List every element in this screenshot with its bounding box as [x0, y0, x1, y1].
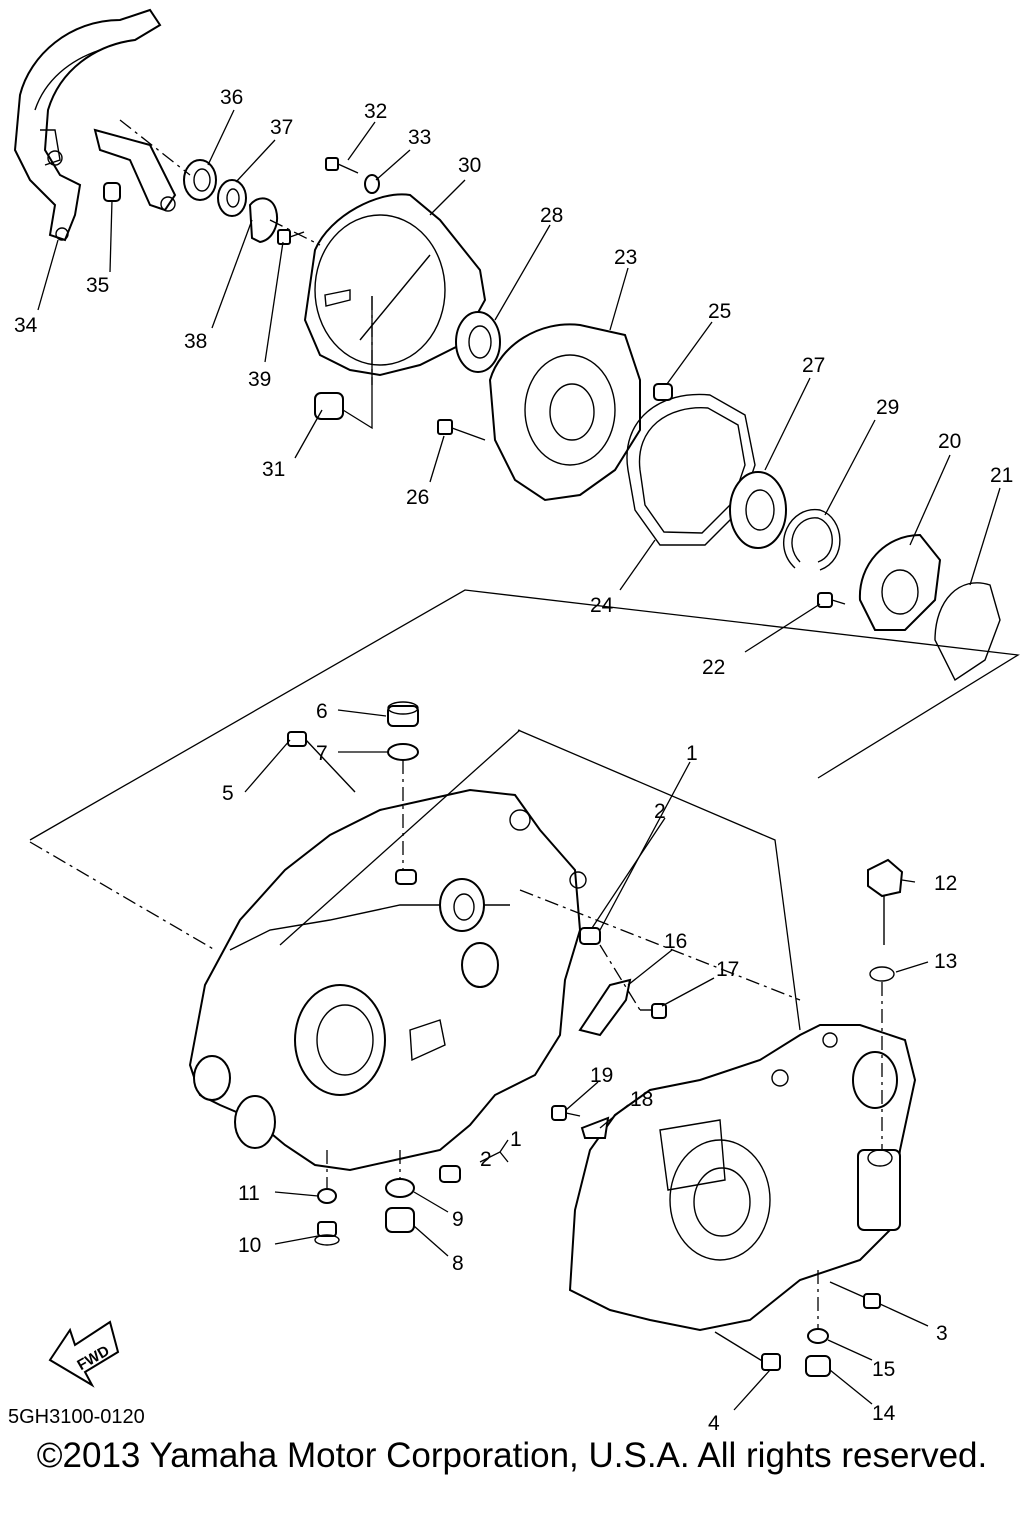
part-30-shroud: [303, 193, 487, 377]
part-11-washer: [317, 1188, 337, 1204]
part-12-dipstick: [867, 858, 904, 945]
callout-6: 6: [316, 700, 328, 723]
part-38-plate: [248, 197, 278, 244]
callout-11: 11: [238, 1182, 260, 1205]
part-6-plug: [387, 701, 419, 727]
callout-15: 15: [872, 1358, 895, 1381]
part-26-bolt: [437, 419, 486, 441]
part-35-collar: [103, 182, 121, 202]
part-14-plug: [805, 1355, 831, 1377]
callout-38: 38: [184, 330, 207, 353]
part-36-bearing: [183, 159, 217, 201]
part-16-plate: [578, 978, 632, 1037]
callout-7: 7: [316, 742, 328, 765]
part-24-gasket: [626, 393, 756, 546]
part-19-bolt: [551, 1105, 581, 1121]
callout-28: 28: [540, 204, 563, 227]
callout-9: 9: [452, 1208, 464, 1231]
callout-2: 2: [654, 800, 666, 823]
part-34-bracket-cover: [13, 8, 177, 242]
callout-19: 19: [590, 1064, 613, 1087]
part-20-retainer-plate: [858, 533, 942, 631]
callout-2-secondary: 2: [480, 1148, 492, 1171]
part-10-bolt: [314, 1221, 340, 1246]
callout-29: 29: [876, 396, 899, 419]
callout-33: 33: [408, 126, 431, 149]
fwd-arrow-icon: FWD: [48, 1320, 120, 1388]
callout-37: 37: [270, 116, 293, 139]
callout-1-secondary: 1: [510, 1128, 522, 1151]
callout-13: 13: [934, 950, 957, 973]
callout-39: 39: [248, 368, 271, 391]
part-8-plug: [385, 1207, 415, 1233]
callout-22: 22: [702, 656, 725, 679]
callout-12: 12: [934, 872, 957, 895]
callout-10: 10: [238, 1234, 261, 1257]
callout-21: 21: [990, 464, 1013, 487]
callout-26: 26: [406, 486, 429, 509]
part-31-collar: [314, 392, 344, 420]
part-7-washer: [387, 743, 419, 761]
part-22-screw: [817, 592, 846, 608]
part-28-bearing: [455, 311, 501, 373]
part-3-bolt: [829, 1281, 881, 1309]
part-4-bolt: [714, 1331, 781, 1371]
callout-20: 20: [938, 430, 961, 453]
callout-4: 4: [708, 1412, 720, 1435]
crankcase-right-half: [568, 1024, 917, 1332]
part-33-washer: [364, 174, 380, 194]
callout-14: 14: [872, 1402, 896, 1425]
part-1-dowel-2: [439, 1165, 461, 1183]
callout-17: 17: [716, 958, 739, 981]
callout-31: 31: [262, 458, 285, 481]
part-29-circlip: [783, 509, 841, 571]
part-39-bolt: [277, 229, 305, 245]
callout-23: 23: [614, 246, 637, 269]
part-17-bolt: [640, 1003, 667, 1019]
copyright-notice: ©2013 Yamaha Motor Corporation, U.S.A. A…: [36, 1436, 988, 1475]
part-21-gasket: [934, 582, 1001, 682]
callout-18: 18: [630, 1088, 653, 1111]
part-32-bolt: [325, 157, 359, 174]
part-13-o-ring: [869, 966, 895, 982]
callout-25: 25: [708, 300, 731, 323]
crankcase-left-half: [188, 788, 587, 1172]
part-5-bolt: [287, 731, 356, 793]
callout-24: 24: [590, 594, 614, 617]
callout-35: 35: [86, 274, 109, 297]
callout-16: 16: [664, 930, 687, 953]
diagram-code: 5GH3100-0120: [8, 1406, 145, 1428]
part-18-clamp: [580, 1116, 610, 1139]
callout-8: 8: [452, 1252, 464, 1275]
part-9-washer: [385, 1178, 415, 1198]
callout-3: 3: [936, 1322, 948, 1345]
part-15-washer: [807, 1328, 829, 1344]
callout-32: 32: [364, 100, 387, 123]
part-37-oil-seal: [217, 179, 247, 217]
callout-27: 27: [802, 354, 825, 377]
callout-34: 34: [14, 314, 38, 337]
part-25-dowel: [653, 383, 673, 401]
callout-5: 5: [222, 782, 234, 805]
callout-36: 36: [220, 86, 243, 109]
part-1-dowel: [579, 927, 601, 945]
part-23-crankcase-cover: [488, 323, 641, 502]
callout-1: 1: [686, 742, 698, 765]
callout-30: 30: [458, 154, 481, 177]
part-27-bearing: [729, 471, 787, 549]
